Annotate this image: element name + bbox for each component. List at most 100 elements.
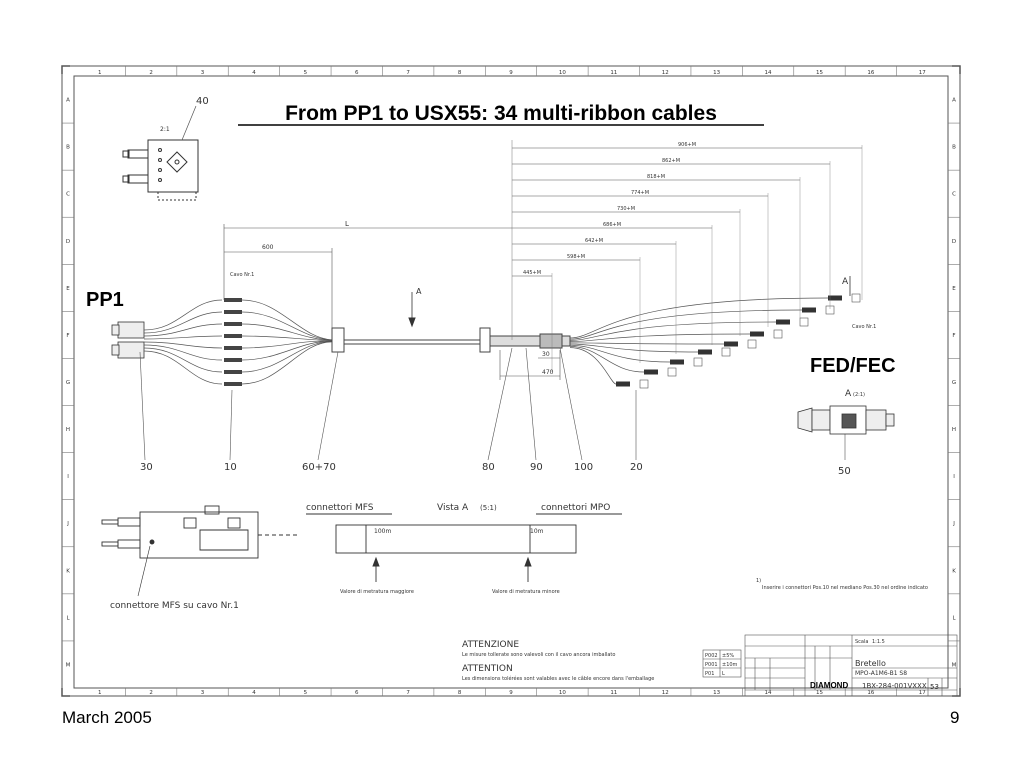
- grid-row-label: A: [66, 98, 70, 104]
- right-ribbon-connector: [616, 381, 630, 387]
- length-100m: 100m: [374, 528, 391, 535]
- dimension-label: 906+M: [678, 142, 696, 148]
- right-ribbon-cap: [639, 379, 649, 389]
- attention-heading: ATTENTION: [462, 664, 513, 674]
- grid-column-label: 4: [252, 70, 256, 76]
- grid-row-label: H: [66, 427, 70, 433]
- view-arrow-a: [408, 292, 416, 328]
- grid-column-label: 10: [559, 690, 566, 696]
- column-grid-ticks: 1122334455667788991010111112121313141415…: [98, 66, 926, 696]
- left-ribbon: [143, 311, 223, 334]
- left-ribbon: [241, 323, 333, 341]
- right-ribbon: [569, 342, 725, 345]
- attenzione-text: Le misure tollerate sono valevoli con il…: [462, 652, 615, 658]
- balloon-100: 100: [574, 462, 593, 473]
- detail-a-scale: (2:1): [853, 392, 865, 398]
- grid-row-label: F: [952, 333, 955, 339]
- grid-column-label: 5: [304, 70, 308, 76]
- right-ribbon: [569, 333, 751, 342]
- grid-row-label: H: [952, 427, 956, 433]
- tol-label-2: P001: [705, 662, 718, 668]
- right-ribbon-connector: [776, 319, 790, 325]
- right-ribbon-connector: [670, 359, 684, 365]
- note-valore-minore: Valore di metratura minore: [492, 589, 560, 595]
- page-number: 9: [950, 708, 960, 727]
- grid-row-label: A: [952, 98, 956, 104]
- dimension-label: 642+M: [585, 238, 603, 244]
- grid-row-label: L: [66, 615, 70, 621]
- right-ribbon-connector: [802, 307, 816, 313]
- right-ribbon-cap: [747, 339, 757, 349]
- vista-a-scale: (5:1): [480, 504, 497, 512]
- grid-column-label: 1: [98, 70, 102, 76]
- left-ribbon: [241, 340, 333, 361]
- grid-row-label: G: [66, 380, 70, 386]
- pp1-label: PP1: [86, 289, 124, 311]
- balloon-20: 20: [630, 462, 643, 473]
- grid-column-label: 7: [406, 690, 410, 696]
- grid-row-label: C: [952, 192, 956, 198]
- dimension-label: 686+M: [603, 222, 621, 228]
- tol-value-1: ±5%: [722, 653, 734, 659]
- grid-column-label: 13: [713, 70, 720, 76]
- grid-column-label: 6: [355, 690, 359, 696]
- grid-column-label: 16: [867, 690, 874, 696]
- grid-column-label: 1: [98, 690, 102, 696]
- grid-column-label: 3: [201, 690, 205, 696]
- connettori-mfs-label: connettori MFS: [306, 503, 374, 513]
- sheet-number: 53: [930, 683, 939, 691]
- view-a-right: A: [842, 277, 849, 287]
- grid-column-label: 2: [149, 70, 153, 76]
- right-ribbon: [569, 321, 777, 341]
- grid-column-label: 17: [919, 70, 926, 76]
- left-ribbon: [241, 340, 333, 349]
- grid-column-label: 2: [149, 690, 153, 696]
- dimension-label: 774+M: [631, 190, 649, 196]
- length-10m: 10m: [530, 528, 544, 535]
- grid-column-label: 9: [509, 690, 513, 696]
- dim-470: 470: [542, 369, 554, 376]
- left-ribbon: [143, 323, 223, 337]
- right-ribbon: [569, 347, 617, 385]
- connettori-mpo-label: connettori MPO: [541, 503, 610, 513]
- left-ribbon: [143, 299, 223, 331]
- left-ribbon-connector: [224, 310, 242, 314]
- left-ribbon: [143, 341, 223, 349]
- grid-row-label: B: [66, 145, 70, 151]
- grid-column-label: 11: [610, 70, 617, 76]
- grid-row-label: I: [953, 474, 955, 480]
- grid-column-label: 15: [816, 70, 823, 76]
- dim-600: 600: [262, 244, 274, 251]
- grid-column-label: 7: [406, 70, 410, 76]
- slide-title: From PP1 to USX55: 34 multi-ribbon cable…: [285, 102, 717, 125]
- grid-row-label: D: [66, 239, 70, 245]
- grid-row-label: I: [67, 474, 69, 480]
- grid-row-label: D: [952, 239, 956, 245]
- right-ribbon-cap: [721, 347, 731, 357]
- title-block-scale-label: Scala: [855, 639, 868, 645]
- left-ribbon-connector: [224, 346, 242, 350]
- grid-column-label: 17: [919, 690, 926, 696]
- title-block-type: MPO-A1M6-B1 S8: [855, 670, 907, 677]
- balloon-60-70: 60+70: [302, 462, 336, 473]
- left-ribbon: [241, 335, 333, 342]
- grid-column-label: 13: [713, 690, 720, 696]
- attention-text: Les dimensions tolérées sont valables av…: [462, 675, 654, 682]
- title-block-scale: 1:1.5: [872, 639, 885, 645]
- left-ribbon: [241, 299, 333, 341]
- balloon-80: 80: [482, 462, 495, 473]
- right-ribbon-connector: [828, 295, 842, 301]
- connettore-mfs-label: connettore MFS su cavo Nr.1: [110, 601, 239, 611]
- grid-column-label: 8: [458, 70, 462, 76]
- vista-a-cable: [306, 513, 622, 582]
- right-ribbon-cap: [799, 317, 809, 327]
- dimension-label: 598+M: [567, 254, 585, 260]
- left-fanout: [143, 298, 333, 386]
- grid-column-label: 8: [458, 690, 462, 696]
- tol-value-3: L: [722, 671, 725, 677]
- grid-row-label: G: [952, 380, 956, 386]
- dimension-label: 730+M: [617, 206, 635, 212]
- tolerance-table: [702, 649, 742, 678]
- note-valore-maggiore: Valore di metratura maggiore: [340, 589, 414, 595]
